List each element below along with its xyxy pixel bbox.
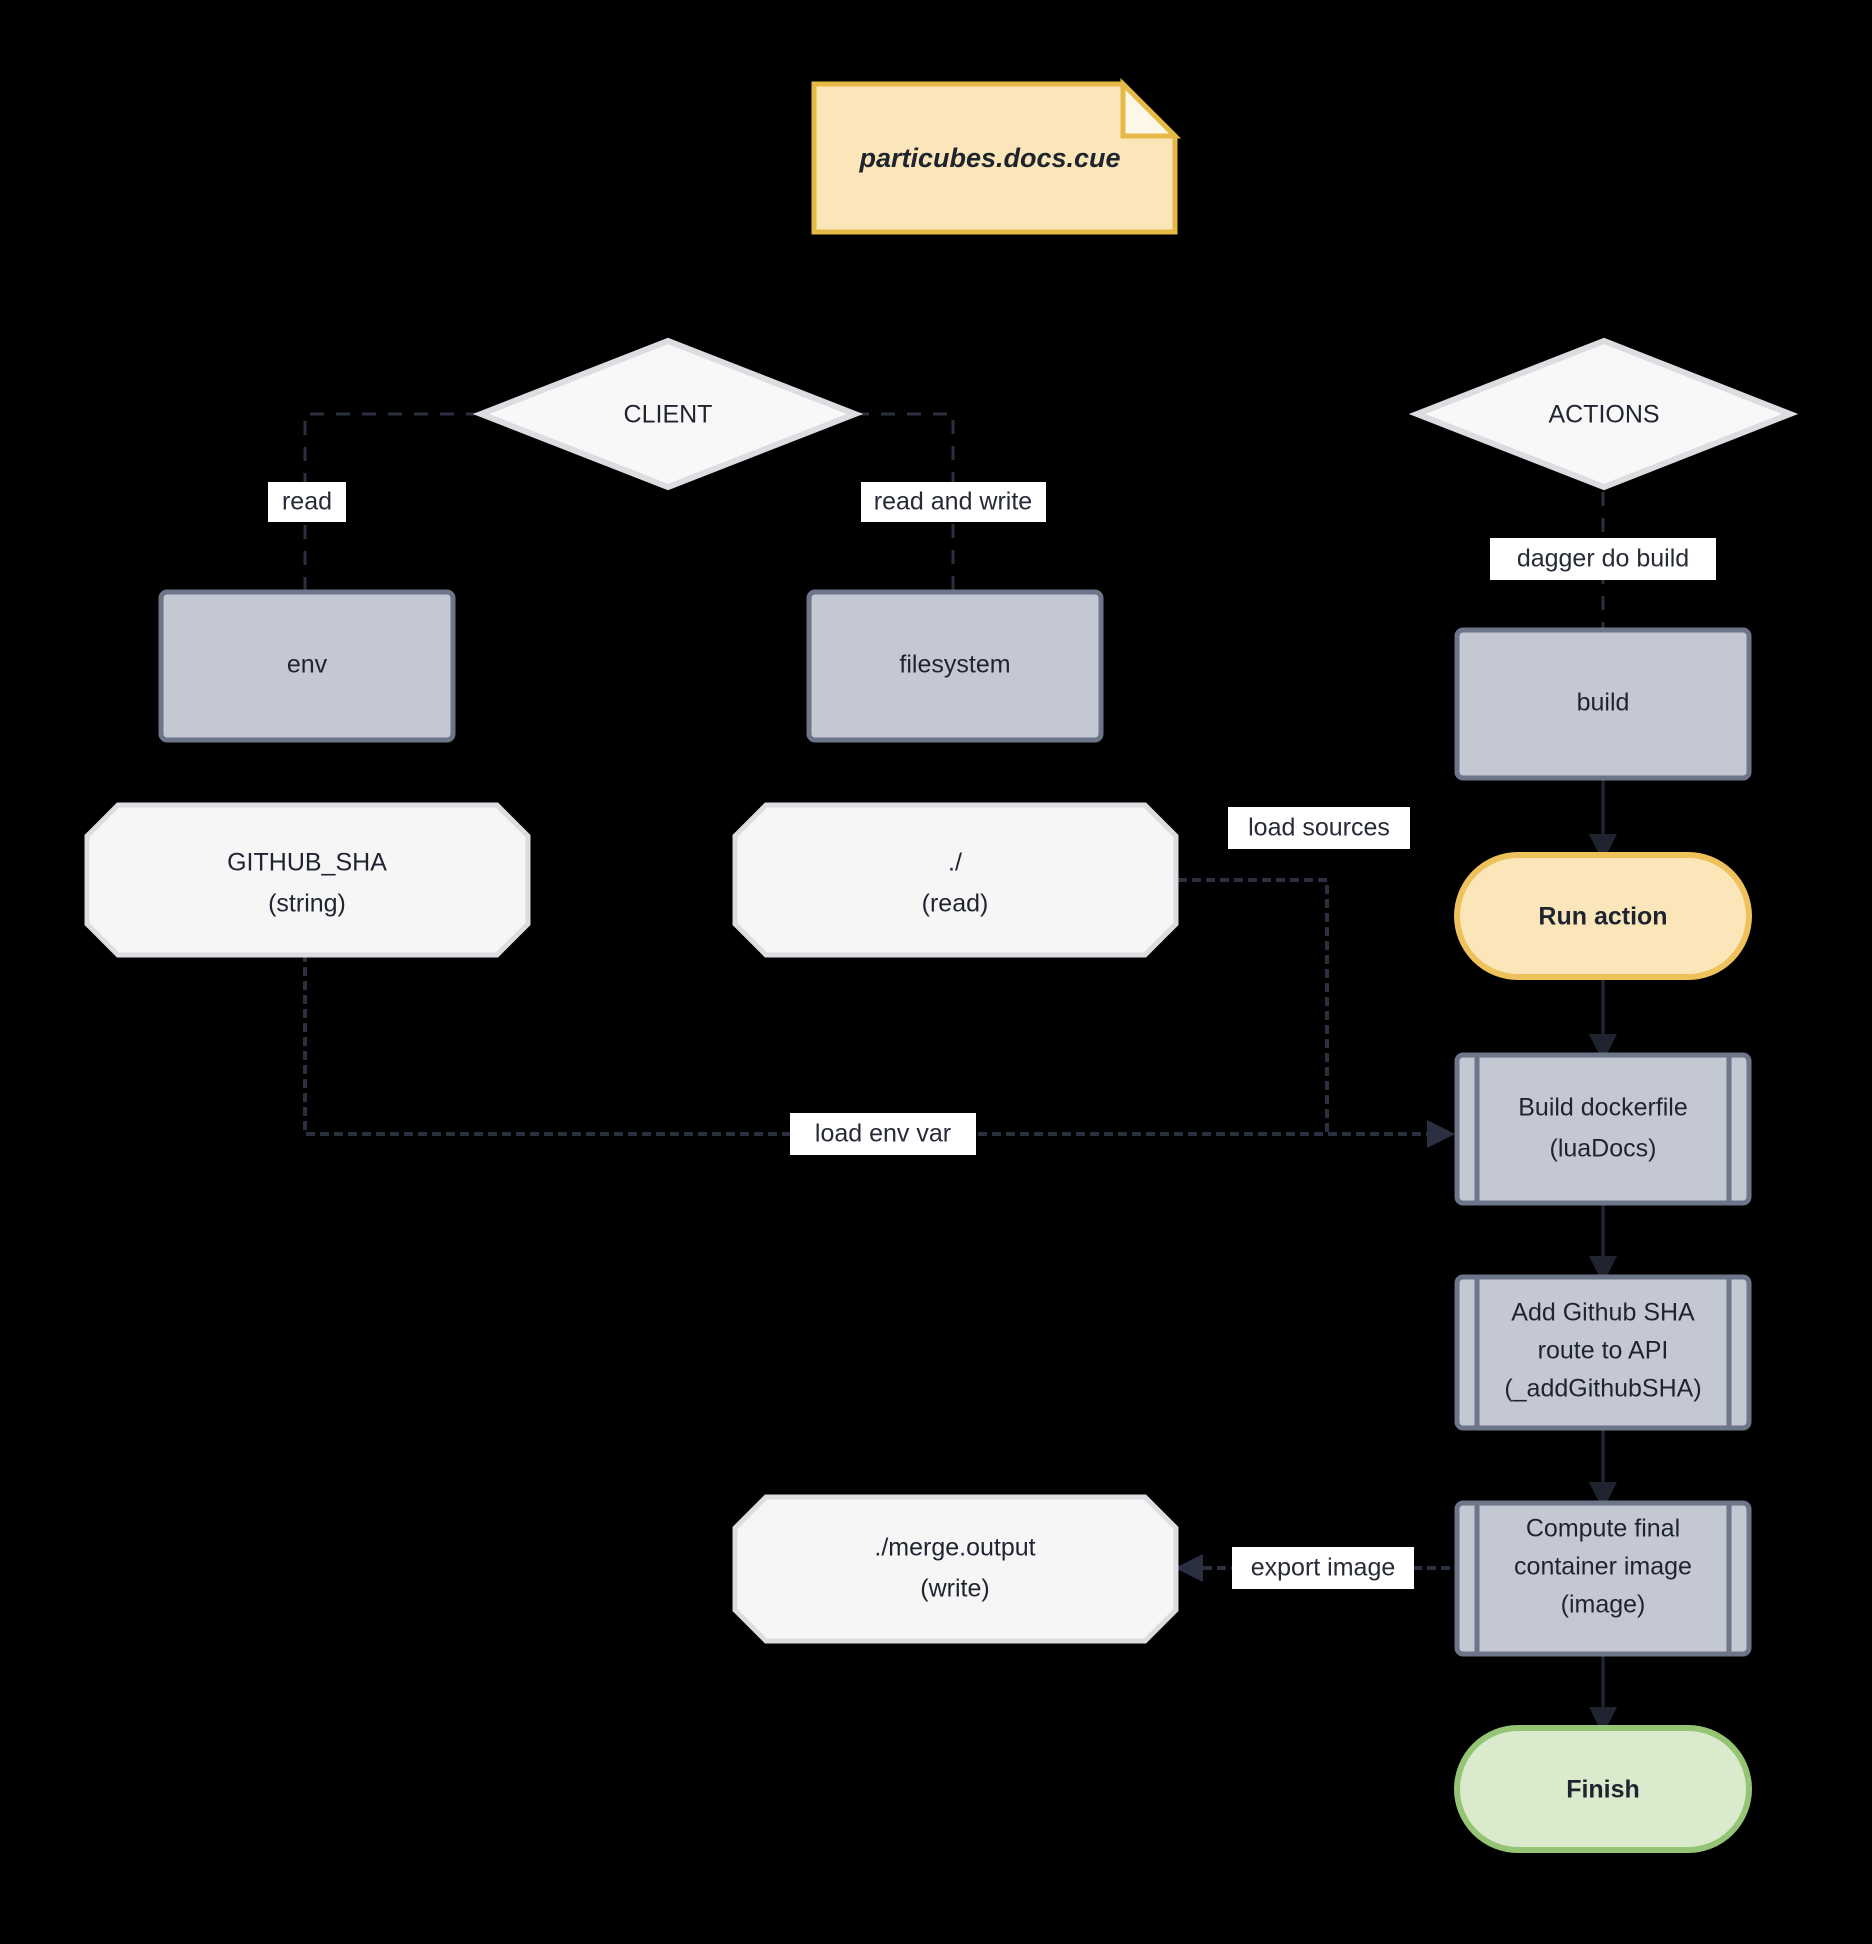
compute-image-line3: (image) (1561, 1591, 1646, 1619)
edge-client-env (303, 412, 480, 592)
node-github-sha[interactable]: GITHUB_SHA (string) (84, 802, 531, 958)
node-build-dockerfile[interactable]: Build dockerfile (luaDocs) (1454, 1052, 1752, 1206)
node-filesystem[interactable]: filesystem (806, 589, 1104, 743)
node-dot-read[interactable]: ./ (read) (732, 802, 1179, 958)
client-label: CLIENT (624, 401, 713, 429)
node-note-particubes-docs-cue[interactable]: particubes.docs.cue (811, 77, 1182, 235)
node-compute-image[interactable]: Compute final container image (image) (1454, 1500, 1752, 1657)
compute-image-line1: Compute final (1526, 1515, 1680, 1543)
edge-client-filesystem (855, 412, 955, 592)
edge-dot-read-build-dockerfile (1178, 878, 1329, 1136)
node-actions[interactable]: ACTIONS (1408, 337, 1799, 491)
env-label: env (287, 651, 328, 679)
node-build[interactable]: build (1454, 627, 1752, 781)
dot-read-line1: ./ (948, 849, 962, 877)
compute-image-line2: container image (1514, 1553, 1692, 1581)
finish-label: Finish (1566, 1776, 1640, 1804)
note-label: particubes.docs.cue (858, 143, 1120, 173)
edge-label-read-and-write-text: read and write (874, 488, 1032, 516)
node-run-action[interactable]: Run action (1454, 852, 1752, 980)
edge-label-load-env-var-text: load env var (815, 1120, 951, 1148)
edge-label-load-sources: load sources (1228, 807, 1410, 849)
edge-label-dagger-do-build-text: dagger do build (1517, 545, 1689, 573)
run-action-label: Run action (1538, 903, 1667, 931)
edge-label-read-text: read (282, 488, 332, 516)
dot-read-line2: (read) (922, 890, 989, 918)
add-github-sha-line1: Add Github SHA (1511, 1299, 1695, 1327)
edge-github-sha-build-dockerfile (303, 953, 1455, 1148)
edge-label-load-sources-text: load sources (1248, 814, 1390, 842)
merge-output-line2: (write) (920, 1575, 989, 1603)
edge-label-load-env-var: load env var (790, 1113, 976, 1155)
node-add-github-sha[interactable]: Add Github SHA route to API (_addGithubS… (1454, 1274, 1752, 1431)
merge-output-line1: ./merge.output (874, 1534, 1035, 1562)
node-finish[interactable]: Finish (1454, 1725, 1752, 1853)
build-label: build (1577, 689, 1630, 717)
node-env[interactable]: env (158, 589, 456, 743)
node-merge-output[interactable]: ./merge.output (write) (732, 1494, 1179, 1644)
add-github-sha-line2: route to API (1538, 1337, 1669, 1365)
edge-label-read: read (268, 482, 346, 522)
edge-label-dagger-do-build: dagger do build (1490, 538, 1716, 580)
edge-label-read-and-write: read and write (861, 482, 1046, 522)
actions-label: ACTIONS (1548, 401, 1659, 429)
github-sha-line1: GITHUB_SHA (227, 849, 387, 877)
add-github-sha-line3: (_addGithubSHA) (1504, 1375, 1701, 1403)
build-dockerfile-line2: (luaDocs) (1550, 1135, 1657, 1163)
filesystem-label: filesystem (899, 651, 1010, 679)
edge-label-export-image: export image (1232, 1547, 1414, 1589)
build-dockerfile-line1: Build dockerfile (1518, 1094, 1688, 1122)
edge-label-export-image-text: export image (1251, 1554, 1396, 1582)
github-sha-line2: (string) (268, 890, 346, 918)
node-client[interactable]: CLIENT (472, 337, 864, 491)
